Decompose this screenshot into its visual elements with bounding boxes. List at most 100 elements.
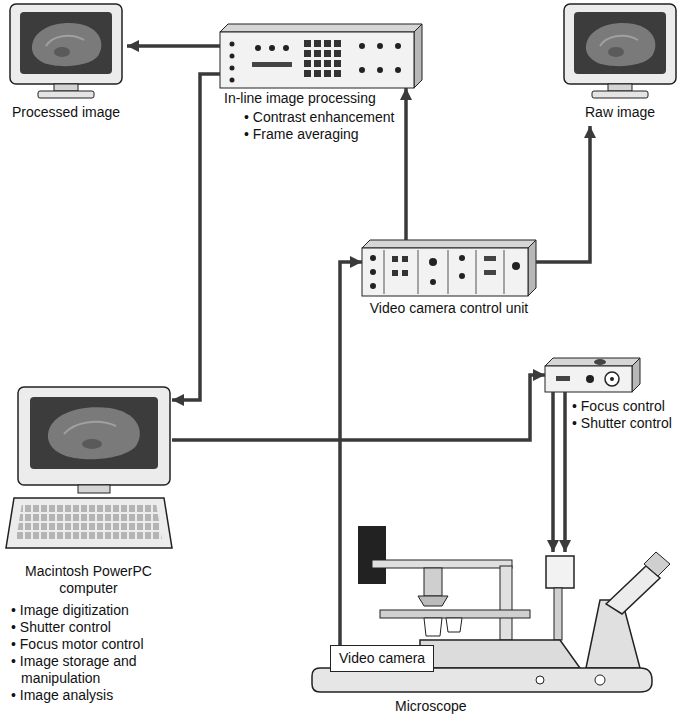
control-unit-drawing — [429, 258, 437, 266]
processing-unit-drawing — [230, 54, 235, 59]
computer-drawing — [6, 498, 172, 548]
signal-connector — [340, 262, 362, 645]
microscope-drawing — [358, 526, 386, 584]
processing-unit-drawing — [304, 70, 311, 77]
computer-node: Macintosh PowerPC computer • Image digiti… — [5, 385, 172, 709]
microscope-drawing — [500, 566, 512, 640]
processing-unit-drawing — [324, 70, 331, 77]
processing-unit-drawing — [395, 67, 401, 73]
microscope-node: Video cameraMicroscope — [300, 552, 685, 720]
control-unit-node: Video camera control unit — [362, 240, 536, 322]
processing-unit-drawing — [334, 50, 341, 57]
processing-node: In-line image processing • Contrast enhan… — [220, 24, 422, 148]
computer-drawing — [82, 439, 102, 449]
microscope-drawing — [554, 588, 562, 640]
computer-drawing — [16, 503, 162, 540]
computer-drawing — [64, 422, 116, 434]
monitor-node: Raw image — [556, 2, 684, 126]
processing-unit-drawing — [255, 45, 261, 51]
control-unit-drawing — [362, 240, 536, 248]
control-unit-drawing — [402, 256, 408, 262]
controller-drawing — [632, 358, 640, 392]
control-unit-drawing — [512, 262, 520, 270]
processing-unit-drawing — [324, 40, 331, 47]
controller-drawing — [545, 358, 640, 392]
microscope-drawing — [424, 618, 442, 636]
controller-node: • Focus control• Shutter control — [545, 358, 685, 437]
monitor-node: Processed image — [5, 2, 127, 126]
node-label: Raw image — [556, 104, 684, 121]
processing-unit-drawing — [220, 24, 422, 32]
raw-monitor — [564, 4, 676, 98]
signal-connector — [536, 126, 590, 262]
microscope-drawing — [372, 560, 512, 568]
control-unit-drawing — [384, 250, 385, 294]
control-unit-drawing — [362, 240, 536, 296]
processing-unit-drawing — [230, 42, 235, 47]
control-unit-drawing — [370, 269, 376, 275]
node-label: Microscope — [300, 698, 685, 715]
processing-unit-drawing — [314, 40, 321, 47]
computer-drawing — [48, 407, 140, 459]
control-unit-drawing — [370, 255, 376, 261]
control-unit-drawing — [528, 240, 536, 296]
processing-unit-drawing — [314, 70, 321, 77]
control-unit-drawing — [459, 255, 465, 261]
bullet-item: • Image analysis — [5, 687, 172, 704]
node-label: Video camera — [339, 650, 425, 667]
processing-unit-drawing — [314, 60, 321, 67]
processing-unit-drawing — [324, 50, 331, 57]
control-unit-drawing — [392, 256, 398, 262]
microscope-drawing — [446, 618, 462, 632]
computer-drawing — [18, 387, 170, 485]
control-unit-drawing — [504, 250, 505, 294]
text-stack: Video camera control unit — [362, 300, 536, 317]
bullet-item: • Focus motor control — [5, 636, 172, 653]
processing-unit-drawing — [230, 66, 235, 71]
bullet-item: • Contrast enhancement — [220, 109, 422, 126]
bullet-item: • Shutter control — [5, 619, 172, 636]
signal-connector — [563, 392, 567, 552]
processing-unit-drawing — [269, 45, 275, 51]
bullet-item: • Focus control — [545, 398, 685, 415]
camera-box: Video camera — [330, 645, 434, 672]
node-label: Macintosh PowerPC computer — [22, 563, 156, 597]
text-stack: Microscope — [300, 698, 685, 715]
processing-unit-drawing — [359, 67, 365, 73]
text-stack: Macintosh PowerPC computer • Image digiti… — [5, 563, 172, 704]
text-stack: • Focus control• Shutter control — [545, 398, 685, 432]
microscope-drawing — [586, 600, 640, 668]
control-unit-drawing — [418, 250, 419, 294]
processing-unit-drawing — [304, 40, 311, 47]
bullet-item: • Frame averaging — [220, 126, 422, 143]
processing-unit-drawing — [395, 43, 401, 49]
controller-drawing — [586, 375, 594, 383]
microscope-drawing — [595, 675, 605, 685]
processing-unit-drawing — [304, 50, 311, 57]
control-unit-drawing — [459, 273, 465, 279]
controller-drawing — [556, 376, 570, 381]
controller-drawing — [605, 372, 619, 386]
processing-unit-drawing — [252, 62, 292, 67]
node-label: In-line image processing — [220, 90, 422, 107]
bullet-item: • Image digitization — [5, 602, 172, 619]
signal-connector — [172, 375, 545, 440]
node-label: Processed image — [5, 104, 127, 121]
computer-drawing — [78, 485, 110, 493]
controller-drawing — [610, 377, 614, 381]
control-unit-drawing — [484, 256, 496, 261]
control-unit-drawing — [448, 250, 449, 294]
control-unit-drawing — [430, 279, 436, 285]
text-stack: In-line image processing • Contrast enhan… — [220, 90, 422, 143]
signal-connector — [127, 44, 220, 48]
control-unit-drawing — [484, 270, 496, 275]
microscope-drawing — [546, 556, 574, 588]
control-unit-drawing — [476, 250, 477, 294]
control-unit-drawing — [370, 283, 376, 289]
bullet-item: • Image storage and manipulation — [5, 653, 172, 687]
processing-unit-drawing — [220, 24, 422, 88]
processing-unit-drawing — [324, 60, 331, 67]
text-stack: Raw image — [556, 104, 684, 121]
computer-drawing — [6, 387, 172, 548]
